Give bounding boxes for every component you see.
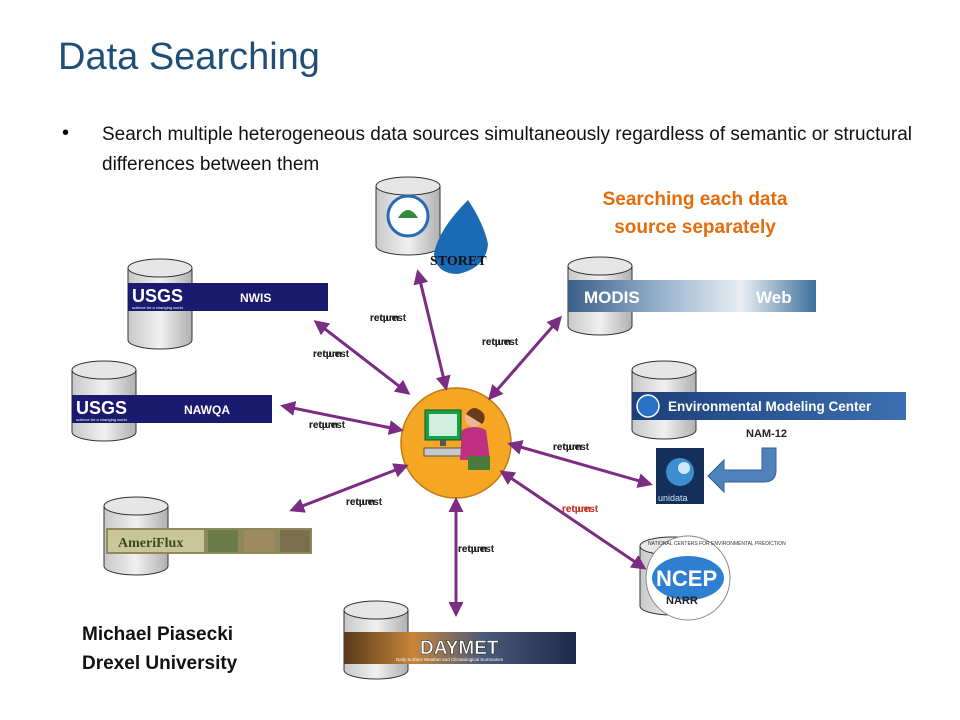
label-request: request [313,349,350,360]
label-return: return [482,337,511,348]
narr-label: NARR [666,595,698,607]
user-hub [400,387,512,499]
label-request: request [482,337,519,348]
unidata-label: unidata [658,493,688,503]
bullet-marker: • [62,122,70,144]
label-request: request [370,313,407,324]
label-request: request [309,420,346,431]
bullet-text: Search multiple heterogeneous data sourc… [102,124,913,175]
nawqa-usgs-logo: USGS [76,398,127,418]
label-request: request [562,504,599,515]
arrow-nwis [313,320,411,395]
callout-line-2: source separately [614,217,776,238]
label-return: return [553,442,582,453]
daymet-label: DAYMET [420,638,499,659]
nwis-tagline: science for a changing world [132,305,183,310]
nwis-usgs-logo: USGS [132,286,183,306]
transfer-arrow [707,447,777,494]
ncep-label: NCEP [656,566,717,591]
modis-label: MODIS [584,288,640,307]
storet-logo: STORET [386,194,488,274]
emc-banner: Environmental Modeling Center NAM-12 [632,392,906,440]
nawqa-banner: USGS science for a changing world NAWQA [72,395,272,423]
nawqa-tagline: science for a changing world [76,417,127,422]
label-request: request [458,544,495,555]
daymet-subtitle: Daily Surface Weather and Climatological… [396,657,504,662]
nawqa-label: NAWQA [184,403,230,417]
label-return: return [458,544,487,555]
nwis-label: NWIS [240,291,271,305]
label-return: return [562,504,591,515]
emc-label: Environmental Modeling Center [668,399,872,414]
author-affiliation: Drexel University [82,653,238,674]
label-return: return [346,497,375,508]
arrow-storet [413,269,451,391]
modis-web-label: Web [756,288,792,307]
ncep-logo: NCEP NATIONAL CENTERS FOR ENVIRONMENTAL … [645,535,786,621]
unidata-logo: unidata [656,448,704,504]
modis-banner: MODIS Web [568,280,816,312]
page-title: Data Searching [58,36,320,78]
daymet-banner: DAYMET Daily Surface Weather and Climato… [344,632,576,664]
ameriflux-label: AmeriFlux [118,536,183,551]
arrow-ncep [499,470,647,570]
author-name: Michael Piasecki [82,624,234,645]
ncep-ring-text: NATIONAL CENTERS FOR ENVIRONMENTAL PREDI… [648,541,786,547]
noaa-logo-icon [636,394,660,418]
label-request: request [553,442,590,453]
storet-label: STORET [430,254,487,269]
label-return: return [313,349,342,360]
arrow-modis [488,315,562,401]
label-return: return [309,420,338,431]
arrows [280,269,653,617]
callout-line-1: Searching each data [602,189,788,210]
nam12-label: NAM-12 [746,428,787,440]
arrow-nawqa [280,401,404,435]
author-block: Michael Piasecki Drexel University [82,620,237,678]
ameriflux-banner: AmeriFlux [106,528,312,554]
callout-text: Searching each data source separately [585,186,805,242]
label-return: return [370,313,399,324]
arrow-ameriflux [289,463,409,513]
nwis-banner: USGS science for a changing world NWIS [128,283,328,311]
arrow-labels: request return request return request re… [309,313,599,555]
label-request: request [346,497,383,508]
